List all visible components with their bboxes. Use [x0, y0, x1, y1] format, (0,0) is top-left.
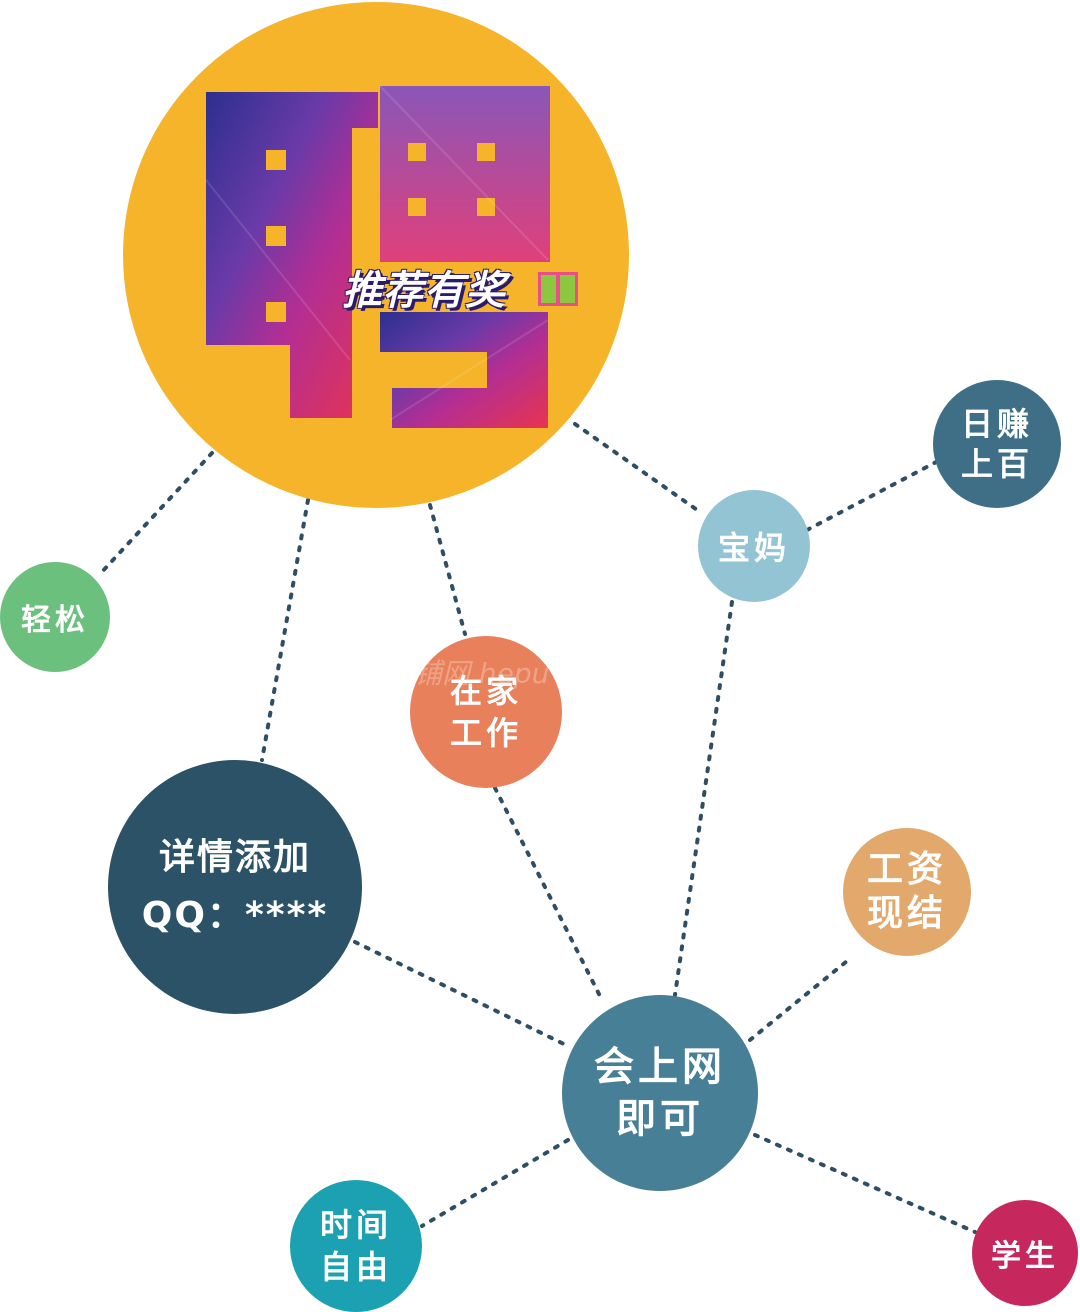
- node-time: 时间 自由: [290, 1180, 422, 1312]
- node-daily: 日赚 上百: [933, 380, 1061, 508]
- edge-online-time: [420, 1138, 570, 1228]
- node-mom-label: 宝妈: [717, 529, 790, 567]
- edge-mom-daily: [805, 458, 942, 532]
- edge-main-mom: [573, 422, 702, 514]
- watermark-text: 铺网 hepu: [414, 657, 550, 690]
- edge-contact-online: [353, 940, 572, 1049]
- edge-online-salary: [748, 955, 854, 1042]
- node-salary-label: 工资 现结: [866, 849, 947, 934]
- node-home-label: 在家 工作: [449, 672, 522, 752]
- edge-online-student: [753, 1133, 977, 1234]
- node-student-label: 学生: [991, 1239, 1059, 1274]
- node-mom: 宝妈: [698, 490, 810, 602]
- gift-box-icon: [538, 272, 578, 306]
- node-student: 学生: [972, 1200, 1078, 1306]
- node-time-label: 时间 自由: [319, 1206, 392, 1286]
- node-salary: 工资 现结: [843, 828, 971, 956]
- edge-main-home: [428, 503, 467, 636]
- edge-main-easy: [98, 451, 214, 576]
- edge-home-online: [493, 786, 605, 1004]
- node-online: 会上网 即可: [562, 995, 758, 1191]
- node-contact-label: 详情添加 QQ：****: [141, 837, 329, 936]
- node-easy: 轻松: [0, 562, 110, 672]
- node-online-label: 会上网 即可: [594, 1044, 726, 1142]
- node-contact: 详情添加 QQ：****: [108, 760, 362, 1014]
- node-daily-label: 日赚 上百: [960, 405, 1033, 483]
- logo-title: 推荐有奖: [342, 268, 506, 314]
- edge-main-contact: [260, 498, 310, 762]
- node-easy-label: 轻松: [21, 603, 89, 638]
- node-home: 在家 工作: [410, 636, 562, 788]
